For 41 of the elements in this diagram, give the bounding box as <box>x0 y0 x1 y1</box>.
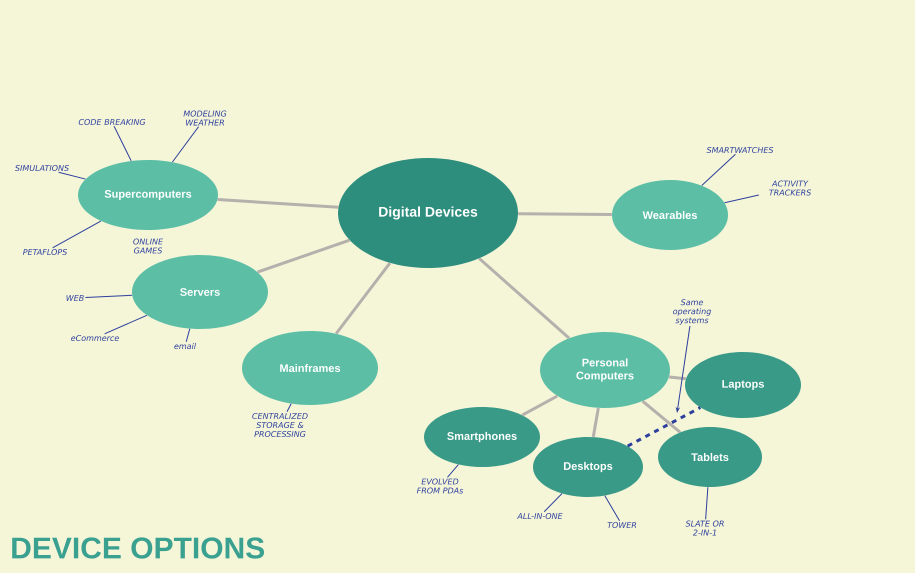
dotted-line <box>626 406 702 448</box>
connector-line <box>334 262 392 335</box>
leader-line <box>724 194 760 204</box>
handwritten-note: ALL-IN-ONE <box>516 512 563 520</box>
handwritten-note: SMARTWATCHES <box>706 146 774 154</box>
leader-line <box>544 493 562 512</box>
handwritten-note: ACTIVITY TRACKERS <box>769 180 811 196</box>
handwritten-note: CODE BREAKING <box>78 118 146 126</box>
handwritten-note: SLATE OR 2-IN-1 <box>686 520 724 536</box>
leader-line <box>84 294 133 298</box>
handwritten-note: email <box>174 342 196 350</box>
connector-line <box>668 375 686 380</box>
leader-line <box>104 314 148 334</box>
leader-line <box>446 464 459 478</box>
handwritten-note: SIMULATIONS <box>14 164 69 172</box>
leader-line <box>705 486 708 520</box>
connector-line <box>518 212 612 216</box>
handwritten-note: EVOLVED FROM PDAs <box>416 478 464 494</box>
leader-line <box>58 172 86 180</box>
connector-line <box>642 400 682 434</box>
handwritten-note: MODELING WEATHER <box>184 110 226 126</box>
leader-line <box>604 495 620 522</box>
handwritten-note: eCommerce <box>71 334 119 342</box>
leader-line <box>172 126 200 162</box>
handwritten-note: WEB <box>66 295 84 301</box>
leader-line <box>114 126 132 162</box>
title: DEVICE OPTIONS <box>12 537 264 559</box>
leader-line <box>286 403 292 412</box>
handwritten-note: ONLINE GAMES <box>133 238 164 254</box>
handwritten-note: TOWER <box>608 522 636 528</box>
leader-line <box>701 154 736 186</box>
handwritten-note: CENTRALIZED STORAGE & PROCESSING <box>252 412 308 438</box>
connector-line <box>257 238 350 274</box>
connector-line <box>592 408 600 438</box>
connector-line <box>218 198 338 209</box>
connector-line <box>478 257 570 340</box>
connector-line <box>521 394 558 416</box>
leader-line <box>52 220 102 248</box>
handwritten-note: PETAFLOPS <box>22 248 68 256</box>
leader-line <box>186 328 190 342</box>
handwritten-note: Same operating systems <box>673 299 711 325</box>
